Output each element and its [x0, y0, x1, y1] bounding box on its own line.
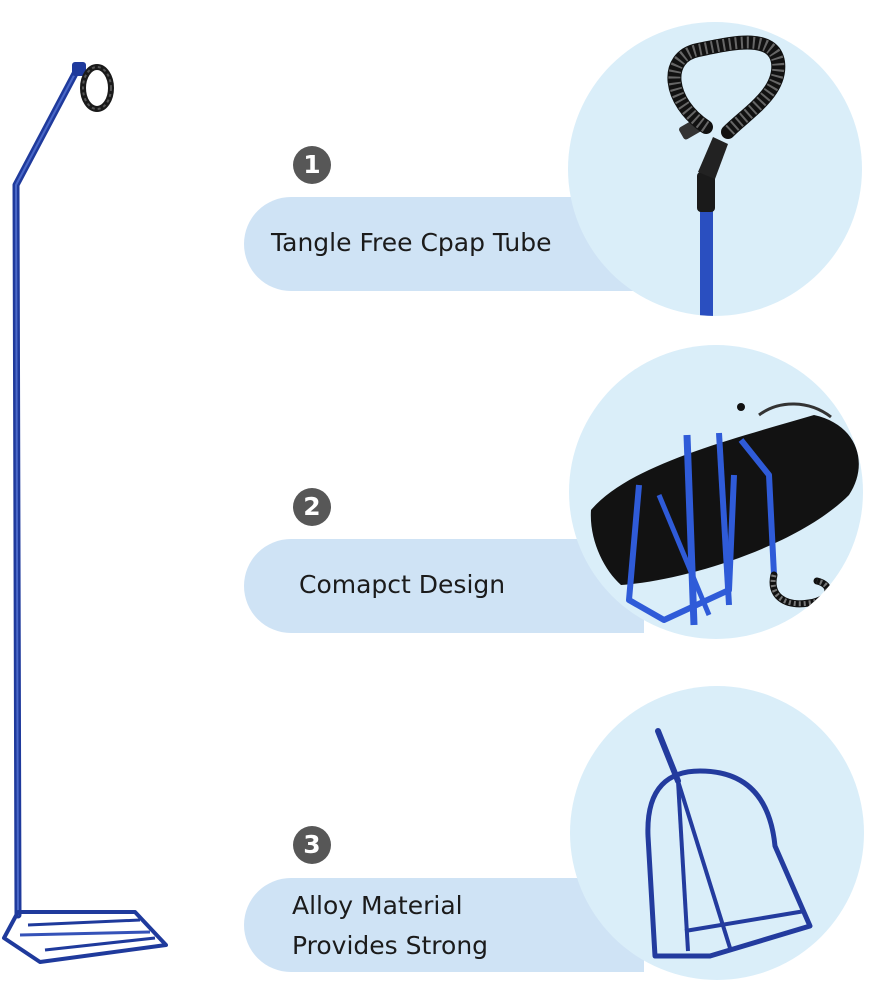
feature-2-number-badge: 2 — [293, 488, 331, 526]
feature-3-number-badge: 3 — [293, 826, 331, 864]
feature-2-label-pill: Comapct Design — [244, 539, 644, 633]
feature-2-label: Comapct Design — [299, 570, 506, 599]
feature-3-label-pill: Alloy Material Provides Strong — [244, 878, 644, 972]
cpap-hose-stand-illustration — [2, 62, 168, 964]
feature-3-label: Alloy Material Provides Strong — [292, 891, 489, 960]
feature-1-number-badge: 1 — [293, 146, 331, 184]
stand-base-frame-icon — [570, 686, 864, 980]
folded-stand-with-bag-icon — [569, 345, 863, 639]
coiled-hose-clip-icon — [568, 22, 862, 316]
feature-1-label: Tangle Free Cpap Tube — [271, 228, 552, 257]
